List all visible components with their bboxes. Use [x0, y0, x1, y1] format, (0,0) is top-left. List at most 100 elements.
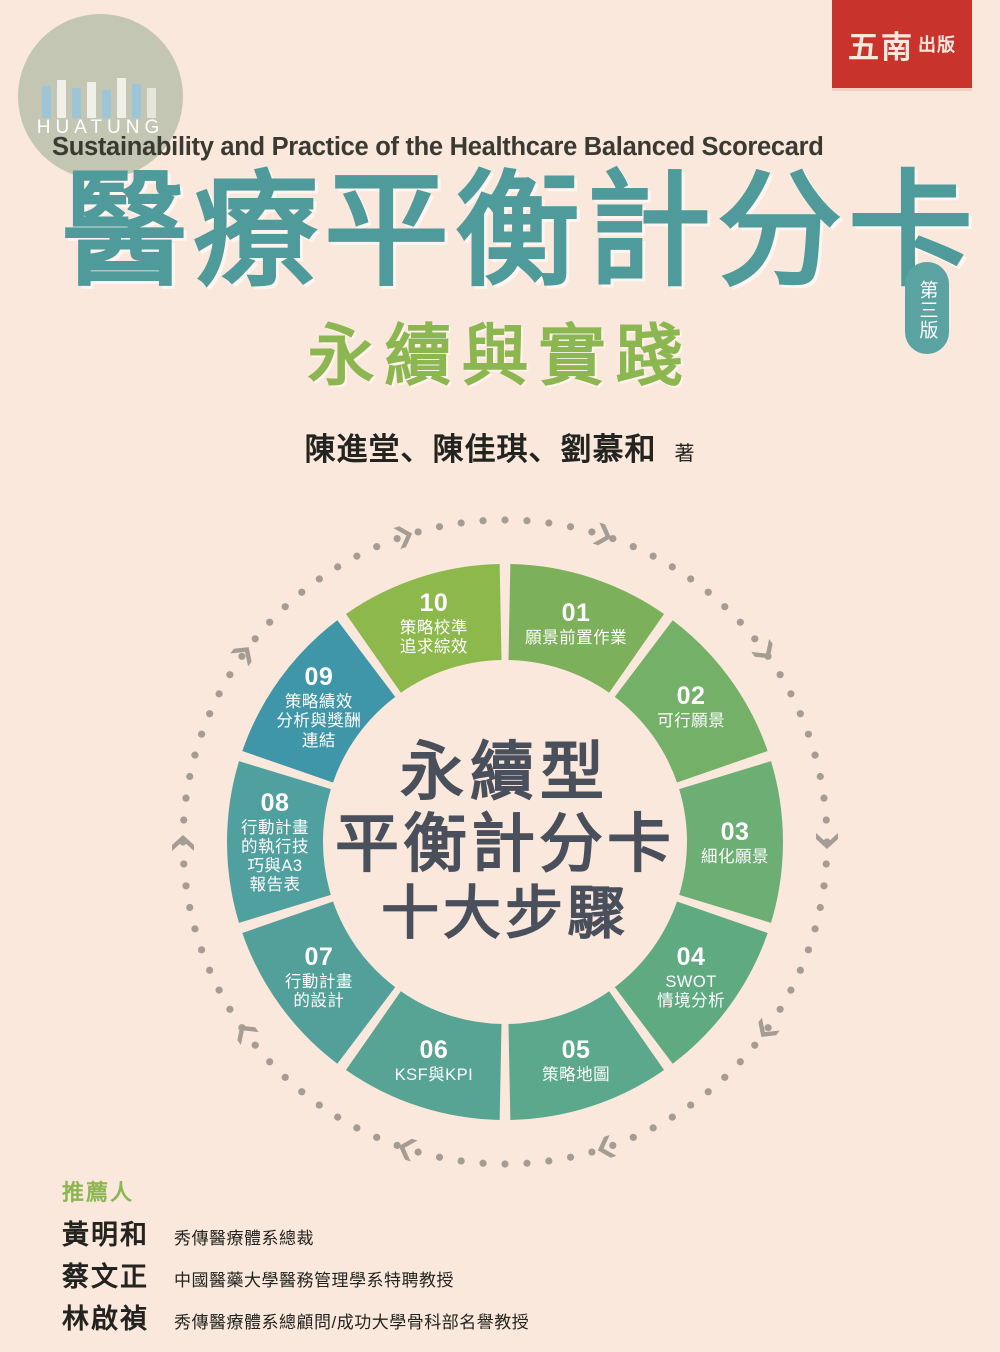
- ring-dot: [353, 552, 361, 560]
- huatung-bar: [72, 88, 81, 118]
- ring-dot: [811, 925, 819, 933]
- ring-chevron-icon: [758, 1017, 780, 1037]
- ring-chevron-icon: [816, 833, 838, 849]
- ring-dot: [822, 816, 830, 824]
- ring-dot: [186, 772, 194, 781]
- ring-dot: [334, 1113, 342, 1121]
- ring-dot: [197, 730, 206, 738]
- wheel-segment-05: [508, 991, 665, 1120]
- ring-dot: [687, 575, 695, 583]
- ring-dot: [501, 516, 509, 524]
- ring-dot: [215, 690, 223, 698]
- ring-dot: [751, 635, 759, 643]
- ring-dot: [545, 519, 553, 527]
- ring-chevron-icon: [230, 647, 252, 667]
- ring-dot: [298, 588, 306, 596]
- ring-dot: [704, 588, 712, 596]
- ring-dot: [226, 1005, 234, 1013]
- recommender-name: 蔡文正: [62, 1262, 149, 1293]
- ring-dot: [804, 946, 813, 954]
- ring-dot: [649, 1124, 657, 1132]
- ring-dot: [736, 1058, 744, 1066]
- author-line: 陳進堂、陳佳琪、劉慕和著: [0, 424, 1000, 469]
- huatung-bar: [102, 90, 111, 118]
- wheel-segment-01: [508, 564, 665, 693]
- wheel-segment-04: [614, 901, 768, 1064]
- ring-dot: [501, 1160, 509, 1168]
- huatung-bar: [132, 84, 141, 118]
- recommender-name: 黃明和: [62, 1220, 149, 1251]
- ring-arrow-icons: [172, 522, 838, 1162]
- wheel-segment-07: [242, 901, 396, 1064]
- wheel-graphic: [172, 516, 838, 1168]
- recommender-title: 中國醫藥大學醫務管理學系特聘教授: [174, 1271, 454, 1290]
- ring-dot: [787, 690, 795, 698]
- center-line-1: 永續型: [400, 735, 610, 810]
- ring-dot: [736, 618, 744, 626]
- ring-dot: [479, 1159, 487, 1167]
- ring-dot: [281, 1073, 289, 1081]
- recommender-row: 黃明和 秀傳醫療體系總裁: [62, 1213, 529, 1252]
- ring-chevron-icon: [237, 1025, 259, 1046]
- edition-badge: 第三版: [905, 262, 949, 354]
- ring-dot: [687, 1101, 695, 1109]
- ring-dot: [206, 966, 214, 974]
- ring-dot: [816, 772, 824, 781]
- ring-dot: [251, 1041, 259, 1049]
- ring-dot: [206, 710, 214, 718]
- recommenders-list: 黃明和 秀傳醫療體系總裁蔡文正 中國醫藥大學醫務管理學系特聘教授林啟禎秀傳醫療體系總…: [62, 1213, 529, 1336]
- ring-chevron-icon: [597, 1134, 617, 1158]
- recommender-name: 林啟禎: [62, 1304, 149, 1335]
- ring-dot: [373, 543, 381, 551]
- ring-dot: [182, 794, 190, 802]
- ring-dot: [776, 671, 784, 679]
- wheel-segment-02: [614, 620, 768, 783]
- ring-dot: [435, 1153, 444, 1161]
- ring-dot: [373, 1133, 381, 1141]
- ring-dot: [609, 534, 617, 543]
- ring-dot: [182, 882, 190, 890]
- ring-dot: [776, 1005, 784, 1013]
- author-names: 陳進堂、陳佳琪、劉慕和: [304, 432, 657, 467]
- huatung-imprint-badge: HUATUNG: [18, 14, 183, 179]
- ring-dot: [820, 794, 828, 802]
- ring-dot: [393, 534, 401, 543]
- recommenders-heading: 推薦人: [62, 1180, 135, 1205]
- publisher-logo: 五南 出版: [832, 0, 972, 88]
- ring-dot: [457, 519, 465, 527]
- ring-dot: [334, 563, 342, 571]
- ring-dot: [457, 1157, 465, 1165]
- huatung-bar: [57, 80, 66, 118]
- publisher-suffix: 出版: [918, 35, 956, 56]
- wheel-segment-06: [345, 991, 502, 1120]
- ring-dot: [238, 652, 246, 660]
- huatung-bars-icon: [42, 76, 160, 118]
- ring-dot: [588, 528, 596, 536]
- ring-chevron-icon: [592, 522, 612, 546]
- ring-dot: [298, 1088, 306, 1096]
- ring-dot: [353, 1124, 361, 1132]
- wheel-segment-09: [242, 620, 396, 783]
- ring-dot: [816, 903, 824, 912]
- ring-dot: [811, 751, 819, 759]
- ring-dot: [668, 563, 676, 571]
- dotted-outer-ring: [179, 516, 831, 1168]
- ring-dot: [523, 517, 531, 525]
- ring-dot: [804, 730, 813, 738]
- ring-dot: [266, 618, 274, 626]
- ring-dot: [523, 1159, 531, 1167]
- ring-dot: [764, 1024, 772, 1032]
- ring-dot: [414, 528, 422, 536]
- recommender-row: 林啟禎秀傳醫療體系總顧問/成功大學骨科部名譽教授: [62, 1297, 529, 1336]
- ring-dot: [721, 1073, 729, 1081]
- ring-dot: [649, 552, 657, 560]
- ring-dot: [226, 671, 234, 679]
- recommender-row: 蔡文正 中國醫藥大學醫務管理學系特聘教授: [62, 1255, 529, 1294]
- publisher-name: 五南: [848, 29, 914, 66]
- ring-dot: [315, 1101, 323, 1109]
- recommender-title: 秀傳醫療體系總裁: [174, 1229, 314, 1248]
- ring-dot: [566, 1153, 575, 1161]
- english-title: Sustainability and Practice of the Healt…: [52, 133, 824, 161]
- ring-dot: [266, 1058, 274, 1066]
- wheel-segments: [226, 564, 784, 1120]
